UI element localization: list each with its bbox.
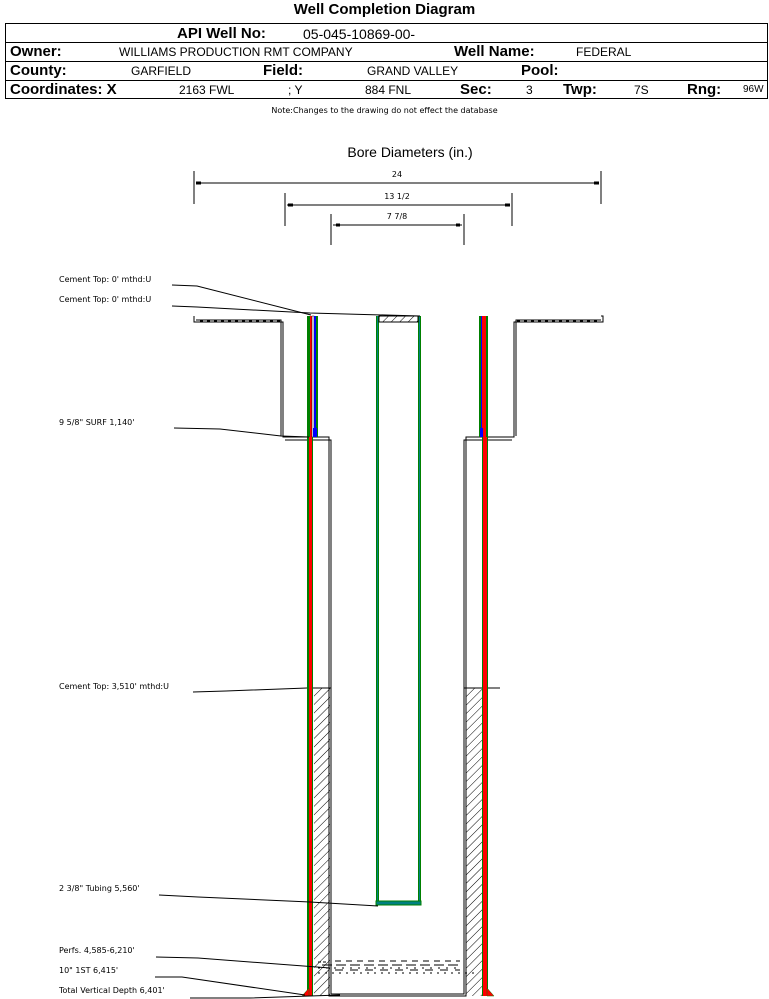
bore-label-7-7-8: 7 7/8 <box>387 212 408 221</box>
well-name-label: Well Name: <box>454 43 535 60</box>
header-row-owner: Owner: WILLIAMS PRODUCTION RMT COMPANY W… <box>6 42 767 62</box>
bore-dimension-24: 24 <box>193 170 602 204</box>
page-title: Well Completion Diagram <box>293 1 476 18</box>
callout-cement-top-2: Cement Top: 0' mthd:U <box>59 295 421 317</box>
rng-value: 96W <box>743 84 764 95</box>
bore-dimension-7-7-8: 7 7/8 <box>330 212 465 245</box>
svg-text:Cement Top: 3,510' mthd:U: Cement Top: 3,510' mthd:U <box>59 682 169 691</box>
bore-label-24: 24 <box>392 170 402 179</box>
pool-label: Pool: <box>521 62 559 79</box>
coord-x-label: Coordinates: X <box>10 81 117 98</box>
surface-hole-wall <box>193 315 604 438</box>
callout-perforations: Perfs. 4,585-6,210' <box>59 946 331 969</box>
field-value: GRAND VALLEY <box>367 64 459 78</box>
callout-production-casing: 10" 1ST 6,415' <box>59 966 306 996</box>
svg-text:Cement Top: 0' mthd:U: Cement Top: 0' mthd:U <box>59 275 151 284</box>
well-header-table: API Well No: 05-045-10869-00- Owner: WIL… <box>5 23 768 99</box>
database-note: Note:Changes to the drawing do not effec… <box>271 106 498 115</box>
production-casing-right <box>482 437 495 997</box>
coord-y-label: ; Y <box>288 83 303 97</box>
cement-right <box>466 688 482 996</box>
production-casing-left <box>301 437 313 997</box>
county-label: County: <box>10 62 67 79</box>
svg-text:Cement Top: 0' mthd:U: Cement Top: 0' mthd:U <box>59 295 151 304</box>
owner-label: Owner: <box>10 43 62 60</box>
coord-y-value: 884 FNL <box>365 83 412 97</box>
twp-value: 7S <box>634 83 649 97</box>
bore-label-13-1-2: 13 1/2 <box>384 192 410 201</box>
svg-text:Perfs. 4,585-6,210': Perfs. 4,585-6,210' <box>59 946 135 955</box>
surface-casing-left <box>307 315 318 438</box>
tubing-string <box>375 315 422 906</box>
coord-x-value: 2163 FWL <box>179 83 235 97</box>
sec-value: 3 <box>526 83 533 97</box>
owner-value: WILLIAMS PRODUCTION RMT COMPANY <box>119 45 353 59</box>
api-label: API Well No: <box>177 25 266 42</box>
twp-label: Twp: <box>563 81 597 98</box>
header-row-county: County: GARFIELD Field: GRAND VALLEY Poo… <box>6 61 767 81</box>
cement-left <box>314 688 330 996</box>
callout-surface-casing: 9 5/8" SURF 1,140' <box>59 418 310 438</box>
svg-text:9 5/8" SURF 1,140': 9 5/8" SURF 1,140' <box>59 418 134 427</box>
svg-text:10" 1ST 6,415': 10" 1ST 6,415' <box>59 966 118 975</box>
svg-text:Total Vertical Depth 6,401': Total Vertical Depth 6,401' <box>58 986 165 995</box>
svg-text:2 3/8" Tubing 5,560': 2 3/8" Tubing 5,560' <box>59 884 140 893</box>
bore-dimension-13-1-2: 13 1/2 <box>284 192 513 226</box>
bore-diameters-title: Bore Diameters (in.) <box>347 144 472 160</box>
sec-label: Sec: <box>460 81 492 98</box>
api-value: 05-045-10869-00- <box>303 26 416 42</box>
county-value: GARFIELD <box>131 64 192 78</box>
surface-casing-right <box>479 316 488 437</box>
callout-cement-top-3: Cement Top: 3,510' mthd:U <box>59 682 308 693</box>
well-name-value: FEDERAL <box>576 45 632 59</box>
callout-total-depth: Total Vertical Depth 6,401' <box>58 986 341 999</box>
callout-cement-top-1: Cement Top: 0' mthd:U <box>59 275 312 316</box>
header-row-coords: Coordinates: X 2163 FWL ; Y 884 FNL Sec:… <box>6 80 767 99</box>
header-row-api: API Well No: 05-045-10869-00- <box>6 24 767 43</box>
callout-tubing: 2 3/8" Tubing 5,560' <box>59 884 379 907</box>
rng-label: Rng: <box>687 81 722 98</box>
field-label: Field: <box>263 62 303 79</box>
perforations <box>318 960 478 995</box>
